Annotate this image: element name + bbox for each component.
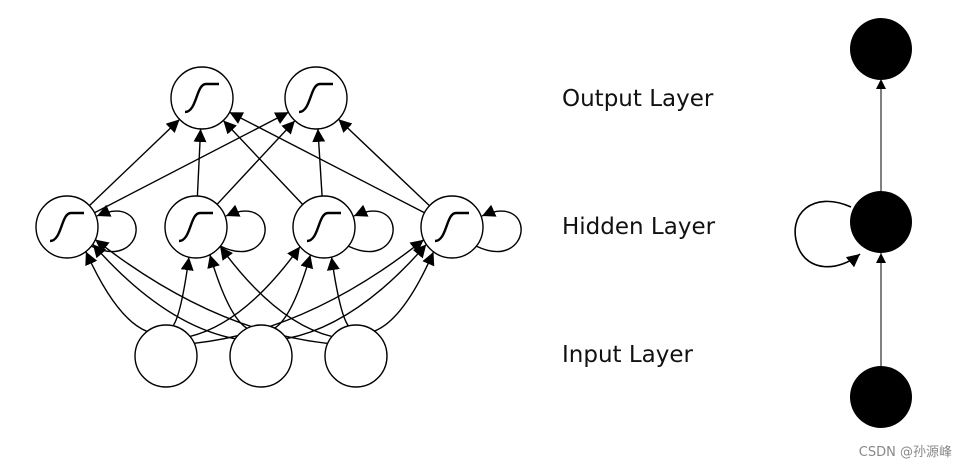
edge-hidden-4-to-output-1 <box>229 111 425 214</box>
hidden-unit-4 <box>420 195 484 259</box>
hidden-unit-2-circle <box>164 195 228 259</box>
edge-hidden-3-to-output-2 <box>312 128 326 197</box>
input-unit-2 <box>229 324 293 388</box>
edge-input-2-to-hidden-1 <box>92 243 236 340</box>
recurrent-loop-hidden-4 <box>475 204 522 253</box>
edge-hidden-3-to-output-1 <box>222 120 304 205</box>
compact-hidden-self-loop <box>794 200 861 268</box>
edge-input-3-to-hidden-3 <box>326 256 350 327</box>
edge-input-1-to-hidden-4 <box>194 239 425 344</box>
edge-input-1-to-hidden-2 <box>172 257 194 327</box>
recurrent-loop-hidden-1 <box>90 204 137 253</box>
compact-input-node <box>850 366 912 428</box>
hidden-unit-1-circle <box>35 195 99 259</box>
output-unit-1 <box>170 66 234 130</box>
sigmoid-icon <box>49 211 84 243</box>
edge-input-1-to-hidden-3 <box>189 246 301 338</box>
edge-hidden-2-to-output-2 <box>216 120 296 205</box>
hidden-unit-3-circle <box>292 195 356 259</box>
recurrent-loop-hidden-3 <box>347 204 394 253</box>
sigmoid-icon <box>184 82 219 114</box>
output-unit-2 <box>284 66 348 130</box>
edge-input-2-to-hidden-4 <box>286 243 427 340</box>
connections <box>85 111 435 345</box>
edge-hidden-4-to-output-2 <box>338 118 430 207</box>
edge-input-2-to-hidden-3 <box>274 254 314 329</box>
hidden-unit-2 <box>164 195 228 259</box>
unrolled-network <box>35 66 522 388</box>
recurrent-loops <box>90 204 522 253</box>
watermark: CSDN @孙源峰 <box>859 445 952 460</box>
output-layer-label: Output Layer <box>562 86 714 112</box>
input-unit-1 <box>134 324 198 388</box>
edge-input-3-to-hidden-4 <box>374 251 435 332</box>
hidden-unit-4-circle <box>420 195 484 259</box>
hidden-unit-3 <box>292 195 356 259</box>
recurrent-loop-hidden-2 <box>219 204 266 253</box>
edge-input-2-to-hidden-2 <box>207 254 248 329</box>
edge-input-3-to-hidden-2 <box>219 246 333 338</box>
edge-hidden-2-to-output-1 <box>193 128 207 197</box>
sigmoid-icon <box>178 211 213 243</box>
edge-hidden-1-to-output-1 <box>88 118 181 207</box>
compact-output-node <box>850 18 912 80</box>
compact-hidden-node <box>850 191 912 253</box>
sigmoid-icon <box>298 82 333 114</box>
edge-input-3-to-hidden-1 <box>94 239 328 345</box>
output-unit-1-circle <box>170 66 234 130</box>
sigmoid-icon <box>434 211 469 243</box>
edge-hidden-1-to-output-2 <box>94 111 289 214</box>
edge-input-1-to-hidden-1 <box>85 251 148 333</box>
hidden-layer-label: Hidden Layer <box>562 214 716 240</box>
hidden-unit-1 <box>35 195 99 259</box>
sigmoid-icon <box>306 211 341 243</box>
compact-network <box>794 18 912 428</box>
nodes <box>35 66 484 388</box>
input-unit-3 <box>324 324 388 388</box>
input-layer-label: Input Layer <box>562 342 694 368</box>
output-unit-2-circle <box>284 66 348 130</box>
